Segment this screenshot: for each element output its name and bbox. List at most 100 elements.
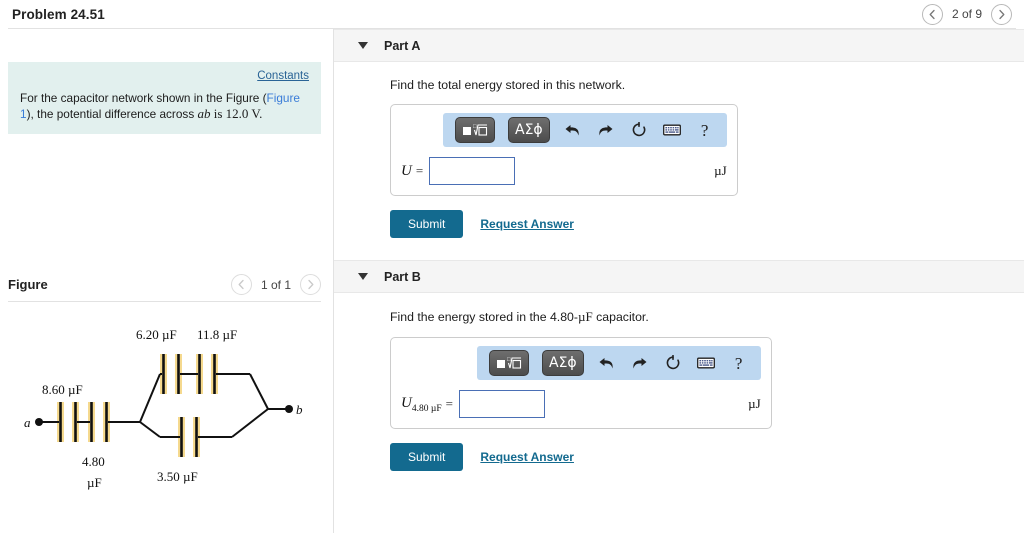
part-b-body: Find the energy stored in the 4.80-µF ca… — [334, 293, 1024, 471]
problem-statement-text: For the capacitor network shown in the F… — [20, 91, 309, 122]
part-b-input-row: U4.80 µF = µJ — [401, 390, 761, 418]
undo-icon — [565, 124, 579, 135]
problem-pager: 2 of 9 — [921, 3, 1012, 25]
right-panel: Part A Find the total energy stored in t… — [334, 29, 1024, 533]
part-a-actions: Submit Request Answer — [390, 210, 1024, 238]
undo-button[interactable] — [597, 353, 617, 373]
part-a-question: Find the total energy stored in this net… — [390, 78, 626, 92]
redo-button[interactable] — [596, 120, 616, 140]
greek-symbols-label: ΑΣϕ — [549, 355, 577, 371]
part-b-question-after: capacitor. — [592, 310, 649, 324]
next-problem-button[interactable] — [991, 3, 1012, 25]
plate-highlights — [57, 354, 218, 457]
reset-button[interactable] — [629, 120, 649, 140]
collapse-caret-icon[interactable] — [358, 42, 368, 49]
collapse-caret-icon[interactable] — [358, 273, 368, 280]
keyboard-button[interactable] — [696, 353, 716, 373]
figure-cap-label-8-60: 8.60 µF — [42, 382, 83, 397]
part-b-answer-box: □ ΑΣϕ — [390, 337, 772, 429]
chevron-left-icon — [238, 279, 244, 290]
figure-cap-label-3-50: 3.50 µF — [157, 469, 198, 484]
header-divider — [8, 28, 1016, 29]
problem-statement-panel: Constants For the capacitor network show… — [8, 62, 321, 134]
circuit-wires — [38, 373, 288, 438]
figure-divider — [8, 301, 321, 302]
left-panel: Constants For the capacitor network show… — [0, 29, 333, 533]
redo-button[interactable] — [630, 353, 650, 373]
help-label: ? — [734, 353, 743, 373]
part-b-question-unit: µF — [577, 309, 593, 324]
figure-node-b-label: b — [296, 402, 303, 417]
part-a-math-toolbar: □ ΑΣϕ — [443, 113, 727, 147]
part-b-variable-base: U — [401, 394, 412, 411]
part-b-question: Find the energy stored in the 4.80-µF ca… — [390, 309, 1024, 325]
keyboard-icon — [662, 124, 681, 136]
figure-label: Figure — [8, 277, 48, 292]
figure-pager-count: 1 of 1 — [260, 277, 291, 292]
part-a-answer-input[interactable] — [429, 157, 516, 185]
chevron-left-icon — [929, 9, 935, 19]
part-b-request-answer-link[interactable]: Request Answer — [480, 450, 574, 464]
capacitor-network-figure[interactable]: a b 8.60 µF 4.80 µF 6.20 µF 11.8 µF 3.50… — [0, 309, 333, 524]
reset-button[interactable] — [663, 353, 683, 373]
part-b-variable-label: U4.80 µF — [401, 395, 442, 414]
undo-icon — [599, 357, 613, 368]
part-b-title: Part B — [384, 269, 421, 284]
part-b-answer-input[interactable] — [458, 390, 545, 418]
part-b-math-toolbar: □ ΑΣϕ — [477, 346, 761, 380]
figure-cap-label-6-20: 6.20 µF — [136, 327, 177, 342]
help-label: ? — [700, 120, 709, 140]
figure-1-link[interactable]: Figure 1 — [20, 91, 300, 121]
figure-node-a-label: a — [24, 415, 31, 430]
figure-header: Figure 1 of 1 — [8, 274, 321, 295]
part-a-input-row: U = µJ — [401, 157, 727, 185]
problem-pager-count: 2 of 9 — [951, 7, 982, 21]
math-template-button[interactable]: □ — [455, 117, 495, 143]
undo-button[interactable] — [563, 120, 583, 140]
help-button[interactable]: ? — [729, 353, 749, 373]
greek-symbols-label: ΑΣϕ — [515, 122, 543, 138]
part-a-header[interactable]: Part A — [334, 29, 1024, 62]
figure-cap-label-11-8: 11.8 µF — [197, 327, 237, 342]
part-a-unit-label: µJ — [714, 163, 727, 178]
figure-cap-label-4-80-line1: 4.80 — [82, 454, 105, 469]
part-b-submit-button[interactable]: Submit — [390, 443, 464, 471]
reset-icon — [666, 355, 680, 370]
column-divider — [333, 29, 334, 533]
next-figure-button[interactable] — [300, 274, 321, 295]
part-a-request-answer-link[interactable]: Request Answer — [480, 217, 574, 231]
part-a-body: Find the total energy stored in this net… — [334, 62, 1024, 238]
statement-text-value: is 12.0 V. — [210, 106, 263, 121]
math-template-button[interactable]: □ — [489, 350, 529, 376]
greek-symbols-button[interactable]: ΑΣϕ — [508, 117, 550, 143]
figure-cap-label-4-80-line2: µF — [87, 475, 102, 490]
part-a-submit-button[interactable]: Submit — [390, 210, 464, 238]
prev-figure-button[interactable] — [230, 274, 252, 295]
part-b-question-before: Find the energy stored in the 4.80- — [390, 310, 578, 324]
redo-icon — [633, 357, 647, 368]
part-a-variable-label: U — [401, 162, 412, 179]
page-title: Problem 24.51 — [12, 6, 105, 22]
statement-variable-ab: ab — [197, 106, 211, 121]
math-template-icon: □ — [463, 124, 488, 136]
part-b-actions: Submit Request Answer — [390, 443, 1024, 471]
greek-symbols-button[interactable]: ΑΣϕ — [542, 350, 584, 376]
statement-text-after: ), the potential difference across — [26, 107, 198, 121]
terminal-a-dot — [35, 418, 43, 426]
part-b-header[interactable]: Part B — [334, 260, 1024, 293]
prev-problem-button[interactable] — [921, 3, 943, 25]
keyboard-icon — [696, 357, 715, 369]
part-a-equals-sign: = — [415, 163, 424, 178]
math-template-icon: □ — [497, 357, 522, 369]
chevron-right-icon — [999, 9, 1005, 19]
chevron-right-icon — [308, 279, 314, 290]
constants-link[interactable]: Constants — [257, 70, 309, 82]
part-b-unit-label: µJ — [748, 396, 761, 411]
svg-text:□: □ — [507, 357, 511, 363]
statement-text-before: For the capacitor network shown in the F… — [20, 91, 267, 105]
redo-icon — [599, 124, 613, 135]
help-button[interactable]: ? — [695, 120, 715, 140]
keyboard-button[interactable] — [662, 120, 682, 140]
part-a-answer-box: □ ΑΣϕ — [390, 104, 738, 196]
top-bar: Problem 24.51 2 of 9 — [0, 0, 1024, 28]
